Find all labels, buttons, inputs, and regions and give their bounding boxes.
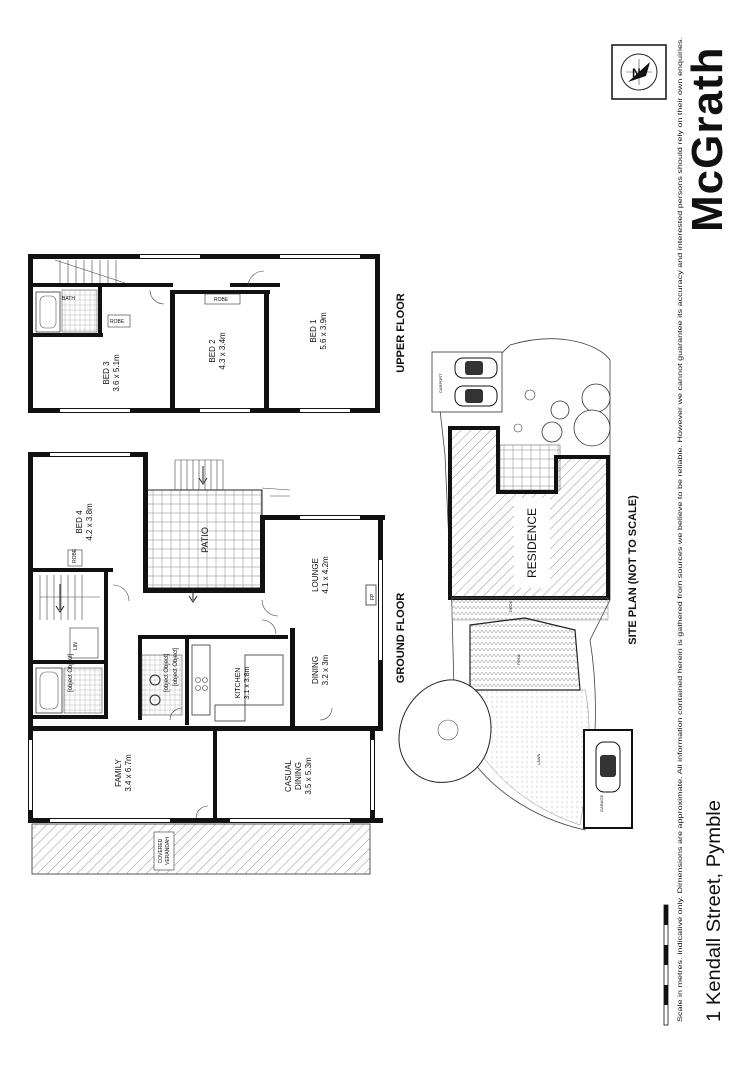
bed1-label: BED 1 — [309, 319, 318, 343]
casual-dining-size: 3.5 x 5.3m — [304, 757, 313, 795]
lounge-size: 4.1 x 4.2m — [321, 556, 330, 594]
shrub-icon — [513, 383, 611, 447]
ground-bath-label: [object Object] — [68, 653, 74, 692]
brand-logo: McGrath — [683, 47, 732, 232]
kitchen-size: 3.1 x 3.8m — [244, 666, 251, 699]
ground-floor-heading: GROUND FLOOR — [395, 593, 407, 683]
bed3-label: BED 3 — [102, 361, 111, 385]
property-address: 1 Kendall Street, Pymble — [704, 800, 725, 1022]
pool — [469, 617, 581, 691]
site-plan: CARPORT RESIDENCE DECK POOL LAWN — [398, 338, 639, 831]
bed2-label: BED 2 — [208, 339, 217, 363]
fireplace-label: FP — [370, 593, 376, 600]
linen-label: LIN — [73, 642, 79, 650]
deck-label: DECK — [508, 601, 513, 612]
scale-bar — [663, 904, 669, 1026]
dining-label: DINING — [311, 656, 320, 684]
verandah-label: COVERED — [158, 838, 164, 863]
garage-label: GARAGE — [599, 795, 604, 812]
bed4-size: 4.2 x 3.8m — [85, 503, 94, 541]
casual-dining-label: CASUAL — [284, 759, 293, 792]
brand-strip: McGrath Scale in metres. Indicative only… — [611, 37, 732, 1026]
tree-icon — [398, 679, 492, 783]
svg-text:N: N — [632, 66, 641, 80]
disclaimer-text: Scale in metres. Indicative only. Dimens… — [677, 37, 684, 1022]
carport-label: CARPORT — [438, 373, 443, 393]
pool-label: POOL — [516, 653, 521, 665]
dining-size: 3.2 x 3m — [321, 654, 330, 685]
verandah-label-2: VERANDAH — [165, 837, 171, 865]
kitchen-label: KITCHEN — [235, 668, 242, 699]
laundry-label: [object Object] — [164, 653, 170, 692]
casual-dining-label-2: DINING — [294, 762, 303, 790]
car-icon — [454, 357, 498, 379]
family-size: 3.4 x 6.7m — [124, 754, 133, 792]
bed1-size: 5.6 x 3.9m — [319, 312, 328, 350]
site-plan-heading: SITE PLAN (NOT TO SCALE) — [627, 495, 639, 645]
wc-label: [object Object] — [173, 647, 179, 686]
lawn-label: LAWN — [536, 753, 541, 765]
family-label: FAMILY — [114, 758, 123, 787]
upper-stairs — [54, 259, 126, 284]
ground-floor-plan: ROBE LIN [object Object] [object Object]… — [28, 452, 407, 875]
car-icon — [454, 385, 498, 407]
bed3-size: 3.6 x 5.1m — [112, 354, 121, 392]
ground-robe-label: ROBE — [72, 548, 78, 563]
patio-area — [145, 489, 263, 589]
upper-robe-label-2: ROBE — [214, 297, 229, 303]
upper-robe-label-1: ROBE — [110, 319, 125, 325]
upper-bath-label: BATH — [62, 296, 75, 302]
verandah-area — [31, 823, 371, 875]
lounge-label: LOUNGE — [311, 558, 320, 592]
patio-label: PATIO — [200, 527, 210, 553]
ground-stairs — [39, 575, 100, 620]
bed4-label: BED 4 — [75, 510, 84, 534]
residence-label: RESIDENCE — [525, 508, 539, 578]
upper-floor-heading: UPPER FLOOR — [395, 293, 407, 373]
north-compass-icon: N — [611, 44, 667, 100]
upper-floor-plan: BATH ROBE ROBE BED 3 3.6 x 5.1m BED 2 4.… — [28, 254, 407, 413]
bed2-size: 4.3 x 3.4m — [218, 332, 227, 370]
car-icon — [595, 741, 621, 793]
